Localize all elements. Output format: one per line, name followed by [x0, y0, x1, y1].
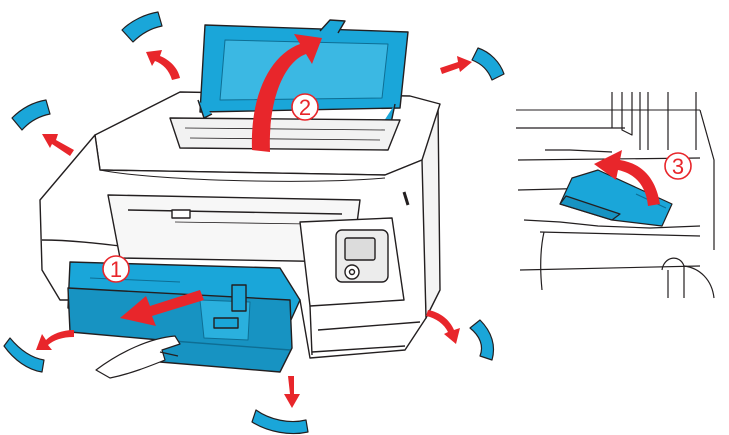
- removal-arrow-icon: [36, 330, 74, 350]
- svg-text:3: 3: [672, 154, 684, 179]
- paper-stopper: [172, 210, 190, 218]
- protective-tape-icon: [122, 12, 162, 42]
- protective-tape-icon: [4, 338, 44, 372]
- step-number-3: 3: [665, 153, 691, 179]
- removal-arrow-icon: [426, 310, 460, 344]
- paper-cassette: [68, 262, 300, 372]
- protective-tape-icon: [252, 410, 308, 434]
- removal-arrow-icon: [440, 56, 472, 74]
- protective-tape-icon: [470, 320, 494, 360]
- svg-text:2: 2: [299, 95, 311, 120]
- removal-arrow-icon: [284, 376, 300, 408]
- removal-arrow-icon: [146, 50, 180, 80]
- removal-arrow-icon: [42, 134, 74, 156]
- step-number-1: 1: [103, 256, 129, 282]
- lcd-screen: [345, 238, 375, 260]
- protective-tape-icon: [12, 100, 50, 130]
- svg-text:1: 1: [110, 257, 122, 282]
- paper-support: [170, 20, 408, 150]
- protective-tape-icon: [472, 48, 504, 80]
- step-number-2: 2: [292, 94, 318, 120]
